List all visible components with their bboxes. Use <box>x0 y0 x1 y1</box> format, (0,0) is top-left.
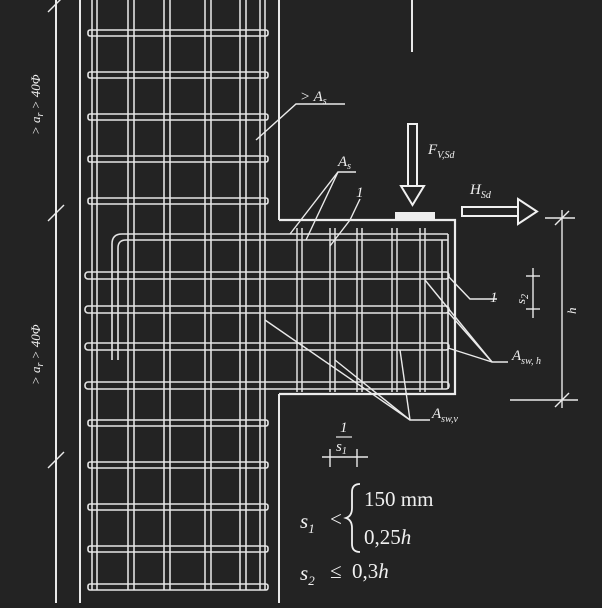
label-anchorage-upper: > ar > 40Φ <box>28 74 46 135</box>
horizontal-load-arrow <box>461 197 539 226</box>
leader-lines <box>255 103 508 421</box>
label-h-sd: HSd <box>469 182 492 201</box>
formula-s1-op: < <box>330 507 342 531</box>
label-asw-v: Asw,v <box>431 406 458 425</box>
formula-s1-case2: 0,25h <box>364 525 411 549</box>
bearing-plate <box>395 212 435 220</box>
formula-s2-op: ≤ <box>330 559 342 583</box>
dimension-h <box>510 210 578 408</box>
formula-s2-lhs: s2 <box>300 561 315 588</box>
label-note-1-upper: 1 <box>356 185 364 201</box>
formula-s2-rhs: 0,3h <box>352 559 389 583</box>
dimension-s2 <box>526 268 540 318</box>
dimension-s1 <box>322 449 368 467</box>
label-anchorage-lower: > ar > 40Φ <box>28 324 46 385</box>
label-asw-h: Asw, h <box>511 348 541 367</box>
corbel-horizontal-ties <box>84 233 450 390</box>
spacing-formula: s1 < 150 mm 0,25h s2 ≤ 0,3h <box>300 483 433 588</box>
label-as-corbel: As <box>337 154 351 172</box>
label-as-main: > As <box>300 89 327 107</box>
column-stirrups <box>87 29 269 591</box>
dimension-anchorage <box>47 0 65 469</box>
corbel-vertical-stirrups <box>296 228 426 392</box>
formula-s1-lhs: s1 <box>300 509 315 536</box>
label-s2-dim: s2 <box>513 294 531 304</box>
column-longitudinal-bars <box>91 0 266 590</box>
label-s1-dim: s1 <box>336 439 347 457</box>
vertical-load-arrow <box>399 123 426 207</box>
corbel-outline <box>279 218 457 396</box>
formula-brace <box>343 483 361 553</box>
label-note-1-lower: 1 <box>340 420 348 436</box>
label-h-dim: h <box>564 308 579 315</box>
label-note-1-right: 1 <box>490 290 498 306</box>
formula-s1-case1: 150 mm <box>364 487 433 511</box>
label-fv-sd: FV,Sd <box>427 142 455 161</box>
